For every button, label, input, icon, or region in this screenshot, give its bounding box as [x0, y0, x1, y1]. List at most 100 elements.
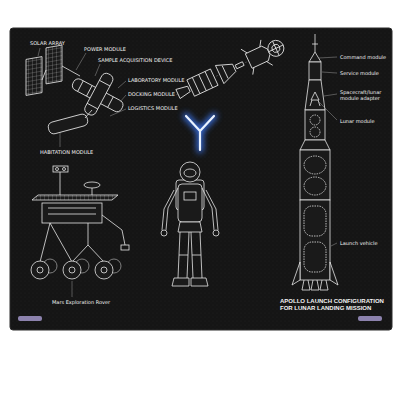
part-label: LABORATORY MODULE [128, 77, 184, 83]
rover-leader [72, 281, 73, 297]
part-label: POWER MODULE [84, 46, 126, 52]
lid-part [10, 28, 392, 330]
lid-part [18, 316, 42, 321]
part-label: SAMPLE ACQUISITION DEVICE [98, 57, 172, 63]
mars-rover-part [63, 168, 66, 171]
capsule-exploded-view-part-part [265, 38, 286, 59]
saturn-v-rocket-part [305, 80, 325, 110]
space-station-part-part [60, 132, 61, 147]
saturn-v-rocket-part [304, 177, 326, 195]
space-station-part-part [38, 48, 40, 56]
part-label: SOLAR ARRAY [30, 40, 65, 46]
mars-rover-part [42, 203, 102, 223]
space-station-part [46, 45, 62, 84]
mars-rover-part [31, 261, 113, 279]
astronaut-part [184, 169, 196, 177]
astronaut-part [172, 278, 208, 286]
saturn-v-rocket-part [305, 110, 325, 140]
astronaut-part [178, 222, 202, 232]
mars-rover-part [48, 208, 96, 214]
saturn-v-rocket-part [312, 34, 318, 52]
saturn-v-rocket-part-part [331, 243, 337, 246]
astronaut-part [213, 230, 219, 236]
saturn-v-rocket-part [304, 156, 326, 174]
mars-rover-part [37, 267, 43, 273]
space-station-part [47, 113, 89, 135]
mars-rover-part-part [95, 261, 113, 279]
saturn-v-rocket-part [304, 206, 326, 236]
astronaut-part [180, 162, 200, 182]
logo-part-part [186, 116, 214, 150]
saturn-v-rocket [292, 34, 338, 290]
capsule-exploded-view-part-part [192, 71, 212, 93]
logo-part [186, 116, 214, 150]
figure-caption: APOLLO LAUNCH CONFIGURATION FOR LUNAR LA… [280, 298, 390, 312]
capsule-exploded-view-part-part [222, 66, 228, 79]
astronaut-part [179, 255, 201, 256]
saturn-v-rocket-part [300, 140, 330, 150]
logo-part [186, 116, 214, 150]
saturn-v-rocket-part [300, 200, 330, 280]
astronaut-part [161, 230, 167, 236]
mars-rover-part [102, 215, 125, 245]
capsule-exploded-view-part [170, 31, 291, 107]
capsule-exploded-view-part-part [265, 38, 286, 59]
space-station-part-part [95, 64, 100, 76]
mars-rover-part-part [63, 261, 81, 279]
saturn-v-rocket-part [310, 115, 320, 125]
space-station-part-part [87, 80, 110, 109]
part-label: Launch vehicle [340, 240, 378, 246]
part-label: LOGISTICS MODULE [128, 105, 178, 111]
capsule-exploded-view-part-part [215, 59, 238, 84]
astronaut-part [178, 184, 202, 222]
part-label: Lunar module [340, 118, 374, 124]
saturn-v-rocket-part [310, 92, 320, 106]
space-station-part-part [76, 53, 86, 70]
mars-rover-part [56, 168, 59, 171]
mars-rover-part [32, 195, 118, 200]
part-label: Service module [340, 70, 379, 76]
space-station-part-part [110, 109, 126, 116]
saturn-v-rocket-part [309, 52, 321, 62]
astronaut [161, 162, 219, 286]
space-station-part [85, 110, 92, 118]
mars-rover-part [60, 172, 61, 195]
saturn-v-rocket-part [319, 57, 337, 246]
part-label: DOCKING MODULE [128, 91, 175, 97]
saturn-v-rocket-part [309, 62, 321, 80]
mars-rover-part [121, 245, 129, 250]
capsule-exploded-view-part-part [241, 40, 273, 75]
astronaut-part [178, 232, 202, 278]
part-label: Spacecraft/lunar module adapter [340, 89, 386, 101]
saturn-v-rocket-part [302, 280, 328, 290]
part-label: Command module [340, 54, 386, 60]
capsule-exploded-view [170, 31, 291, 107]
saturn-v-rocket-part [310, 127, 320, 137]
mars-rover-part [69, 267, 75, 273]
saturn-v-rocket-part [300, 150, 330, 200]
part-label: HABITATION MODULE [40, 149, 93, 155]
part-label: Mars Exploration Rover [52, 299, 110, 305]
saturn-v-rocket-part-part [319, 102, 337, 120]
mars-rover-part [92, 188, 93, 195]
mars-rover-part-part [31, 261, 49, 279]
mars-rover-part [101, 267, 107, 273]
space-station-part [26, 57, 42, 96]
lid [10, 28, 392, 330]
mars-rover-part [53, 166, 68, 172]
mars-rover-part [40, 223, 104, 262]
logo [186, 116, 214, 150]
saturn-v-rocket-part-part [322, 72, 337, 73]
saturn-v-rocket-part [330, 262, 338, 285]
saturn-v-rocket-part-part [324, 94, 337, 96]
capsule-exploded-view-part-part [176, 84, 191, 98]
lid-part [358, 316, 382, 321]
mars-rover-part [84, 182, 100, 188]
saturn-v-rocket-part [304, 242, 326, 272]
rover-leader-part [72, 281, 73, 297]
mars-rover [31, 166, 129, 279]
space-station-part [42, 66, 80, 80]
